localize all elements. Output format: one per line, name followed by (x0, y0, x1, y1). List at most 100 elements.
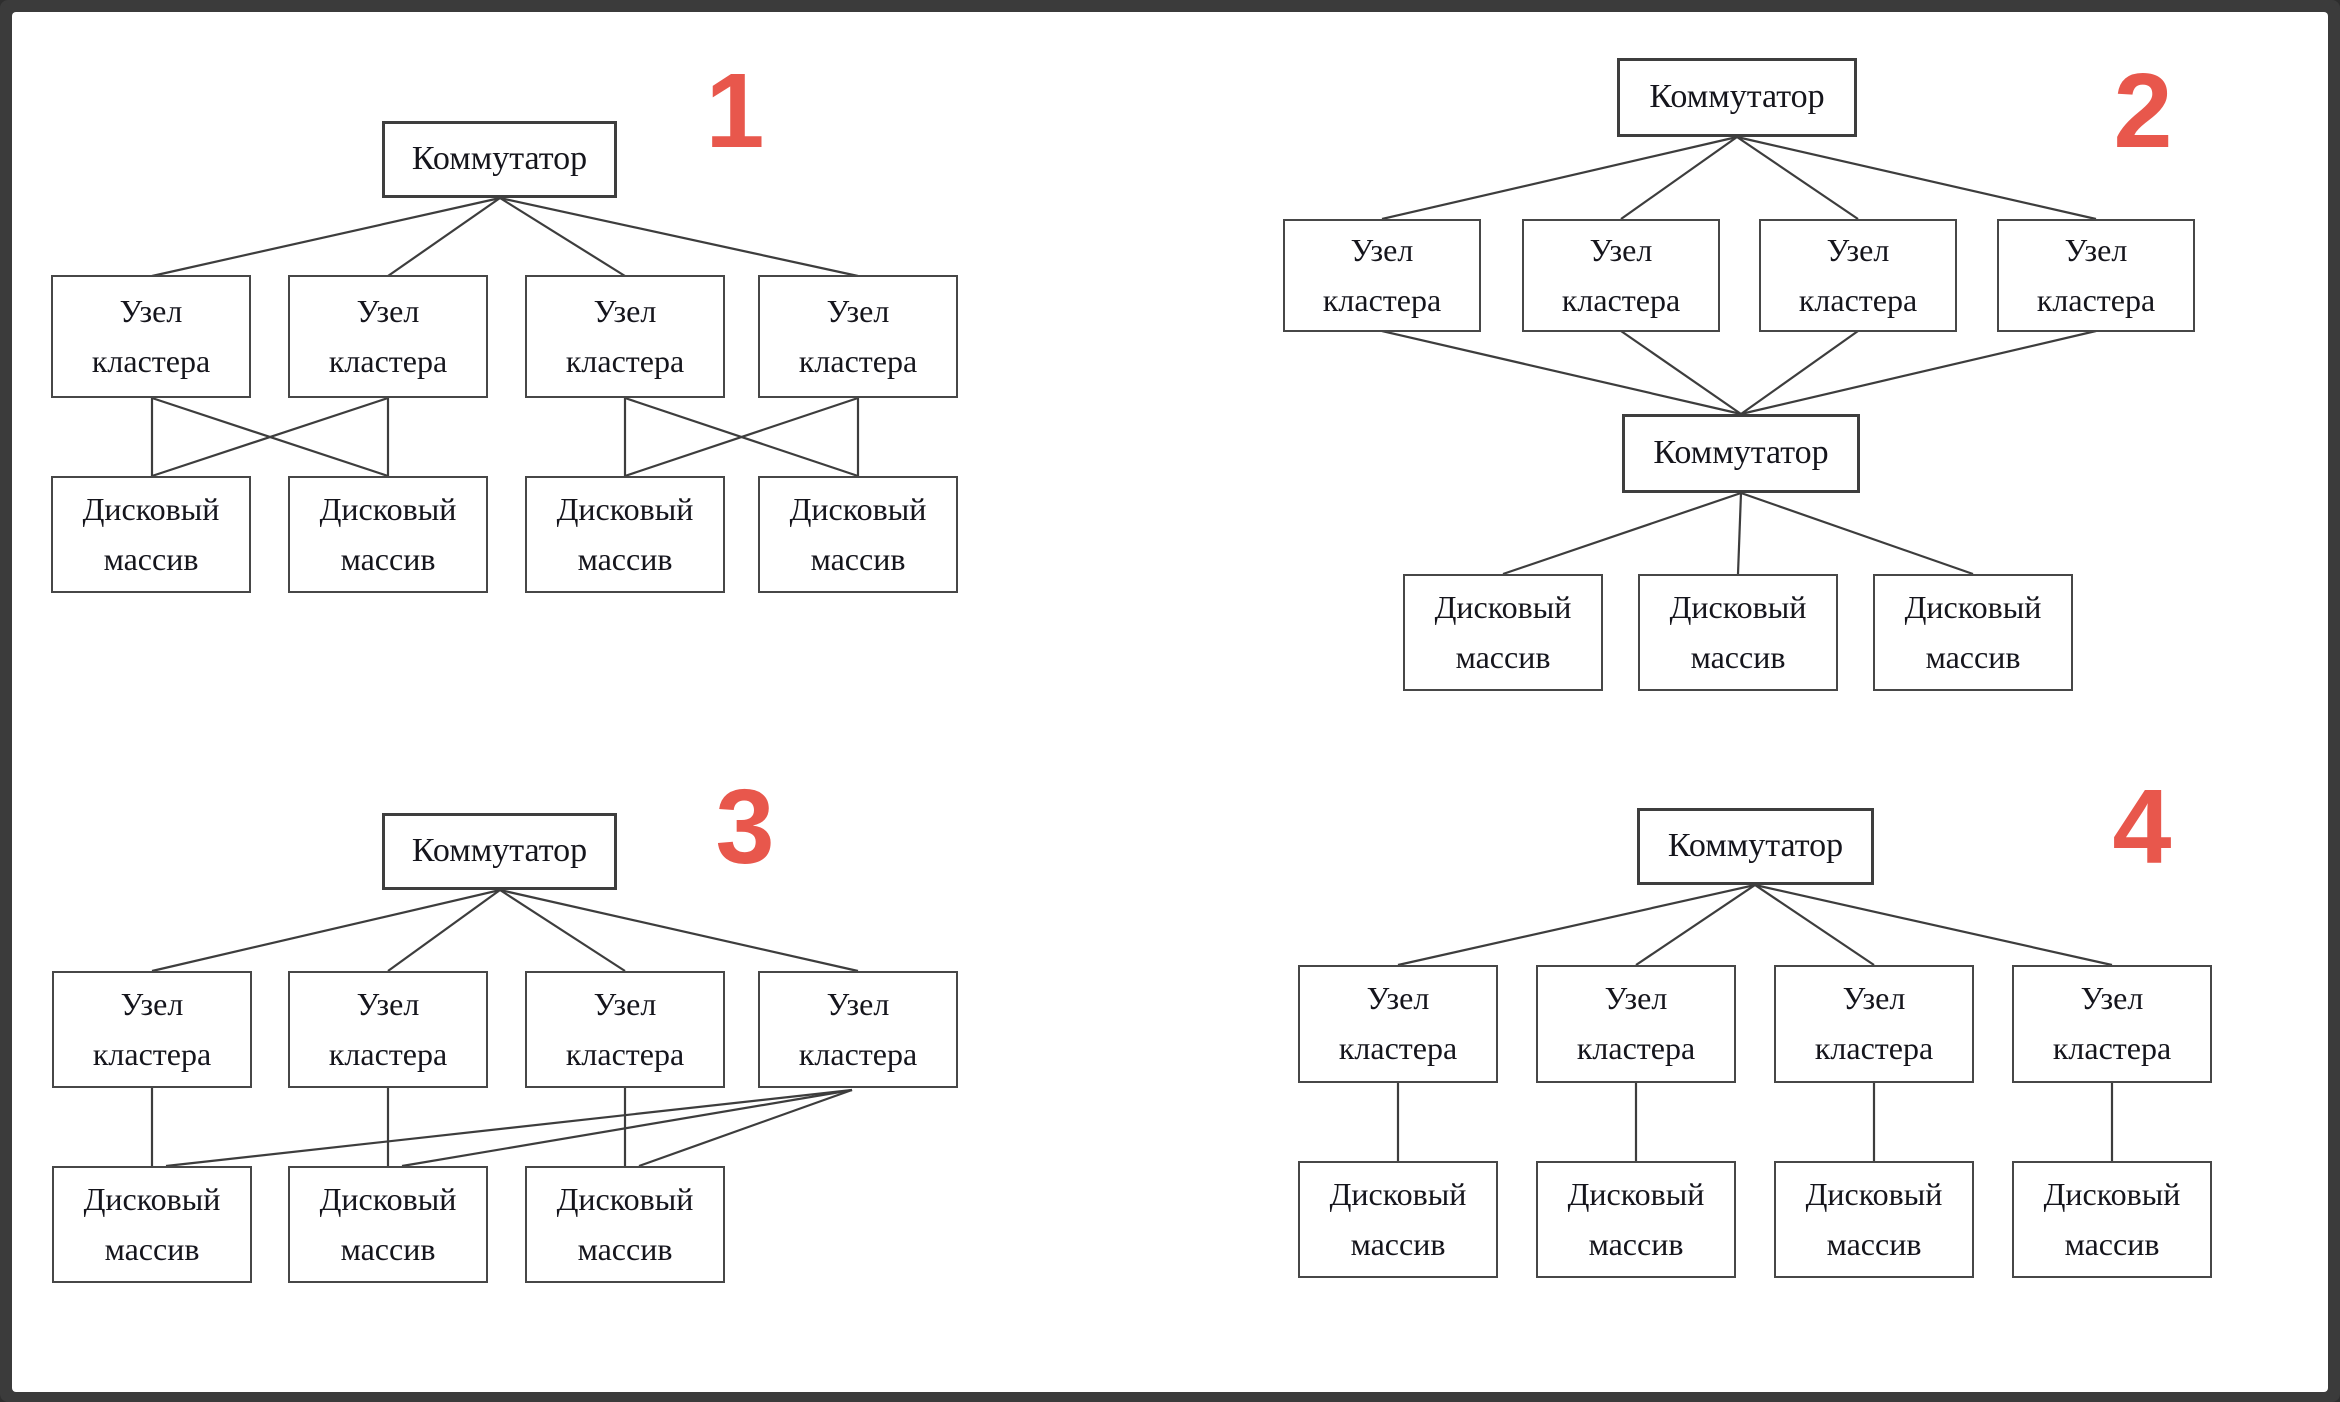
cluster-node-box: Узел кластера (1759, 219, 1957, 332)
disk-array-box: Дисковый массив (758, 476, 958, 593)
cluster-node-box: Узел кластера (1997, 219, 2195, 332)
connector-line (401, 1088, 853, 1168)
connector-line (1620, 136, 1738, 220)
connector-line (165, 1088, 853, 1168)
cluster-node-label: Узел кластера (1322, 231, 1442, 318)
cluster-node-label: Узел кластера (1561, 231, 1681, 318)
cluster-node-label: Узел кластера (565, 985, 685, 1072)
switch-label: Коммутатор (411, 140, 588, 178)
cluster-node-box: Узел кластера (758, 971, 958, 1088)
disk-array-box: Дисковый массив (1403, 574, 1603, 691)
disk-array-label: Дисковый массив (1434, 588, 1572, 675)
disk-array-label: Дисковый массив (83, 1180, 221, 1267)
switch-label: Коммутатор (1667, 827, 1844, 865)
connector-line (151, 396, 389, 478)
connector-line (499, 888, 859, 973)
cluster-node-label: Узел кластера (565, 292, 685, 379)
disk-array-label: Дисковый массив (1805, 1175, 1943, 1262)
switch-label: Коммутатор (411, 832, 588, 870)
switch-box: Коммутатор (1637, 808, 1874, 885)
disk-array-label: Дисковый массив (1669, 588, 1807, 675)
cluster-node-box: Узел кластера (1522, 219, 1720, 332)
cluster-node-label: Узел кластера (798, 985, 918, 1072)
connector-line (499, 196, 859, 278)
connector-line (1754, 884, 1875, 966)
switch-label: Коммутатор (1653, 434, 1829, 472)
disk-array-label: Дисковый массив (556, 490, 694, 577)
connector-line (1736, 492, 1743, 575)
connector-line (1502, 491, 1742, 576)
connector-line (1736, 135, 2097, 221)
connector-line (1635, 884, 1756, 966)
disk-array-label: Дисковый массив (319, 490, 457, 577)
diagram-4-lines (1396, 883, 2114, 1161)
disk-array-label: Дисковый массив (789, 490, 927, 577)
switch-box: Коммутатор (1617, 58, 1857, 137)
cluster-node-box: Узел кластера (525, 971, 725, 1088)
disk-array-label: Дисковый массив (319, 1180, 457, 1267)
connector-line (638, 1088, 853, 1168)
cluster-node-label: Узел кластера (1338, 980, 1458, 1066)
disk-array-label: Дисковый массив (2043, 1175, 2181, 1262)
switch-box: Коммутатор (1622, 414, 1860, 493)
cluster-node-box: Узел кластера (51, 275, 251, 398)
cluster-node-label: Узел кластера (1814, 980, 1934, 1066)
connector-line (624, 396, 859, 478)
cluster-node-box: Узел кластера (1283, 219, 1481, 332)
cluster-node-box: Узел кластера (758, 275, 958, 398)
switch-label: Коммутатор (1649, 78, 1825, 116)
cluster-node-label: Узел кластера (2052, 980, 2172, 1066)
diagram-number: 3 (715, 768, 775, 886)
cluster-node-label: Узел кластера (92, 985, 212, 1072)
cluster-node-box: Узел кластера (288, 971, 488, 1088)
disk-array-label: Дисковый массив (556, 1180, 694, 1267)
disk-array-box: Дисковый массив (288, 476, 488, 593)
disk-array-box: Дисковый массив (288, 1166, 488, 1283)
diagram-number: 2 (2113, 52, 2173, 170)
connector-line (1740, 491, 1974, 576)
connector-line (1397, 883, 1756, 967)
connector-line (1754, 883, 2113, 967)
connector-line (151, 196, 501, 278)
connector-line (1381, 135, 1738, 221)
switch-box: Коммутатор (382, 813, 617, 890)
disk-array-label: Дисковый массив (1567, 1175, 1705, 1262)
connector-line (387, 197, 501, 277)
diagram-number: 4 (2112, 768, 2172, 886)
connector-line (1740, 329, 2097, 416)
connector-line (499, 889, 626, 972)
disk-array-label: Дисковый массив (1904, 588, 2042, 675)
disk-array-label: Дисковый массив (82, 490, 220, 577)
connector-line (1736, 136, 1859, 220)
cluster-node-box: Узел кластера (52, 971, 252, 1088)
disk-array-box: Дисковый массив (525, 1166, 725, 1283)
cluster-node-box: Узел кластера (288, 275, 488, 398)
diagram-number: 1 (705, 52, 765, 170)
cluster-node-label: Узел кластера (2036, 231, 2156, 318)
connector-line (151, 888, 501, 973)
cluster-node-label: Узел кластера (798, 292, 918, 379)
disk-array-box: Дисковый массив (2012, 1161, 2212, 1278)
connector-line (387, 889, 501, 972)
cluster-node-label: Узел кластера (328, 985, 448, 1072)
disk-array-label: Дисковый массив (1329, 1175, 1467, 1262)
diagram-2-lines (1381, 135, 2097, 576)
switch-box: Коммутатор (382, 121, 617, 198)
connector-line (1740, 330, 1859, 415)
cluster-node-label: Узел кластера (91, 292, 211, 379)
cluster-node-label: Узел кластера (328, 292, 448, 379)
connector-line (1620, 330, 1742, 415)
connector-line (499, 197, 626, 277)
cluster-node-box: Узел кластера (525, 275, 725, 398)
disk-array-box: Дисковый массив (1873, 574, 2073, 691)
disk-array-box: Дисковый массив (1638, 574, 1838, 691)
disk-array-box: Дисковый массив (51, 476, 251, 593)
disk-array-box: Дисковый массив (1298, 1161, 1498, 1278)
cluster-node-label: Узел кластера (1798, 231, 1918, 318)
cluster-node-label: Узел кластера (1576, 980, 1696, 1066)
cluster-node-box: Узел кластера (1536, 965, 1736, 1083)
disk-array-box: Дисковый массив (525, 476, 725, 593)
disk-array-box: Дисковый массив (52, 1166, 252, 1283)
